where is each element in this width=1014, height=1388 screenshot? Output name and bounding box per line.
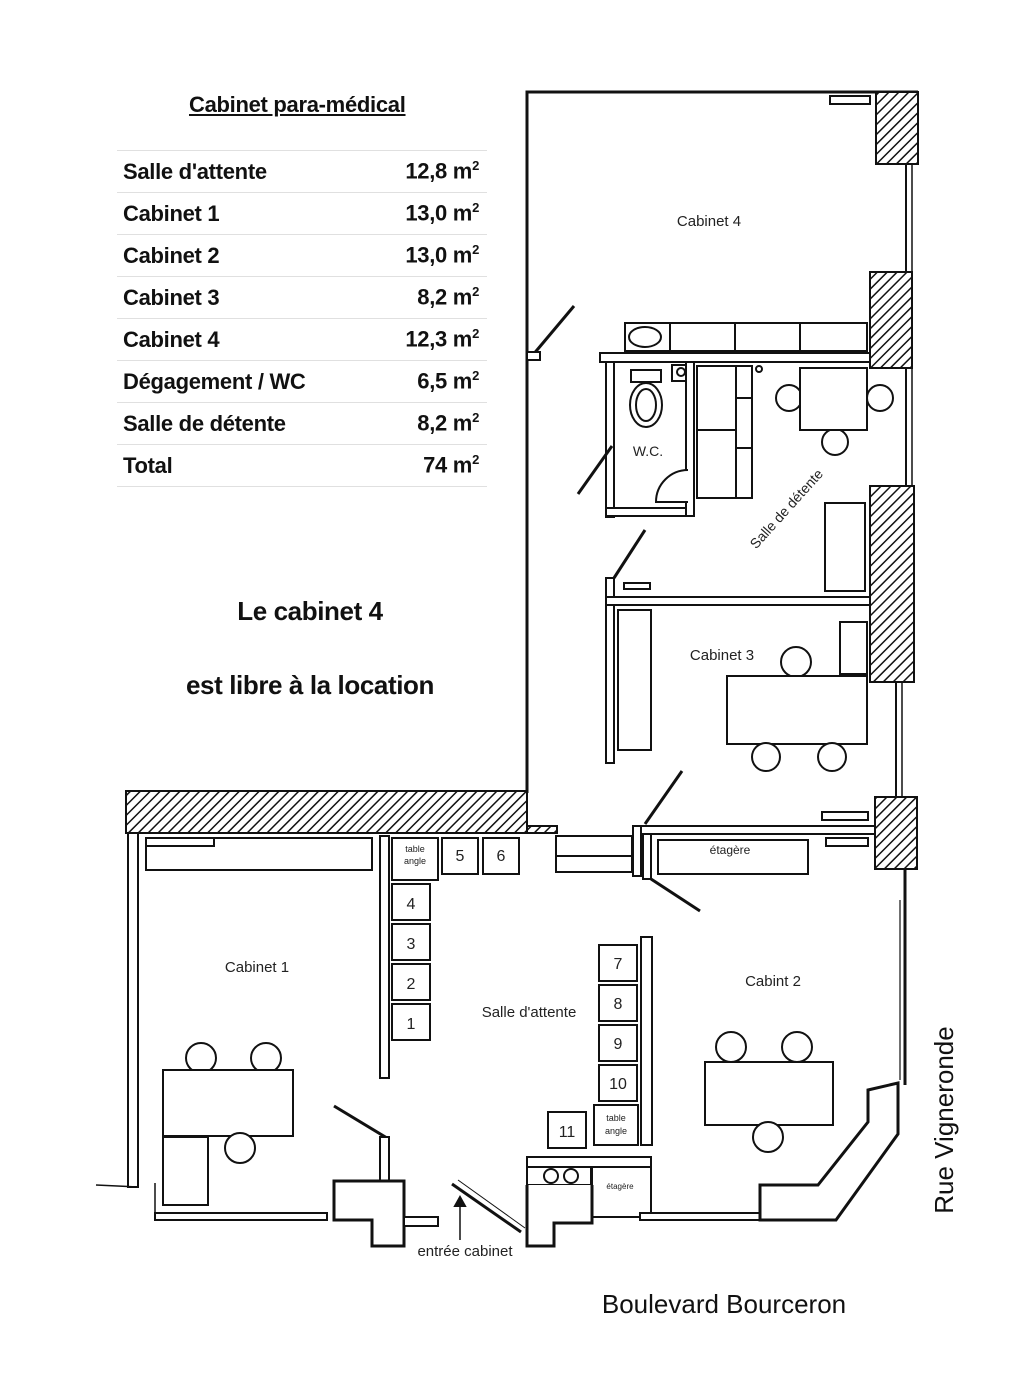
plan-title: Cabinet para-médical (189, 92, 406, 117)
wall-cabinet4-outer (525, 90, 918, 793)
seat-number-10: 10 (609, 1076, 627, 1093)
area-value: 74 m2 (372, 444, 487, 487)
room-label-cabinet4: Cabinet 4 (677, 213, 741, 230)
entrance-label: entrée cabinet (417, 1243, 513, 1260)
area-room-name: Cabinet 1 (117, 192, 373, 235)
wall-hatched-3 (869, 485, 915, 683)
area-room-name: Dégagement / WC (117, 360, 373, 403)
availability-line-1: Le cabinet 4 (237, 596, 383, 626)
area-room-name: Salle d'attente (117, 150, 373, 193)
area-unit-exponent: 2 (472, 158, 479, 174)
seat-number-3: 3 (407, 936, 416, 953)
room-label-cabinet3: Cabinet 3 (690, 647, 754, 664)
area-value: 8,2 m2 (372, 276, 487, 319)
shelf-label-small: étagère (606, 1182, 634, 1191)
area-value: 12,8 m2 (372, 150, 487, 193)
room-label-detente: Salle de détente (746, 466, 826, 552)
area-unit-exponent: 2 (472, 326, 479, 342)
area-number: 8,2 m (417, 410, 473, 436)
area-value: 12,3 m2 (372, 318, 487, 361)
area-number: 13,0 m (405, 242, 473, 268)
area-unit-exponent: 2 (472, 284, 479, 300)
availability-line-2: est libre à la location (186, 670, 434, 700)
area-room-name: Cabinet 4 (117, 318, 373, 361)
area-unit-exponent: 2 (472, 368, 479, 384)
area-value: 6,5 m2 (372, 360, 487, 403)
seat-number-8: 8 (614, 996, 623, 1013)
area-unit-exponent: 2 (472, 200, 479, 216)
area-room-name: Cabinet 3 (117, 276, 373, 319)
seat-number-11: 11 (559, 1124, 576, 1141)
area-value: 13,0 m2 (372, 192, 487, 235)
area-number: 13,0 m (405, 200, 473, 226)
area-number: 12,3 m (405, 326, 473, 352)
table-angle-right-line1: table (606, 1113, 626, 1123)
area-value: 8,2 m2 (372, 402, 487, 445)
wall-hatched-top (125, 790, 528, 834)
table-angle-left-line1: table (405, 844, 425, 854)
area-unit-exponent: 2 (472, 452, 479, 468)
room-label-cabinet2: Cabint 2 (745, 973, 801, 990)
area-number: 6,5 m (417, 368, 473, 394)
street-rue: Rue Vigneronde (929, 1026, 959, 1213)
seat-number-2: 2 (407, 976, 416, 993)
area-room-name: Salle de détente (117, 402, 373, 445)
seat-number-5: 5 (456, 848, 465, 865)
wall-hatched-4 (874, 796, 918, 870)
seat-number-9: 9 (614, 1036, 623, 1053)
wall-hatched-1 (875, 91, 919, 165)
seat-number-4: 4 (407, 896, 416, 913)
seat-number-7: 7 (614, 956, 623, 973)
area-number: 8,2 m (417, 284, 473, 310)
room-label-attente: Salle d'attente (482, 1004, 577, 1021)
area-unit-exponent: 2 (472, 242, 479, 258)
area-number: 74 m (423, 452, 473, 478)
seat-number-1: 1 (407, 1016, 416, 1033)
seat-number-6: 6 (497, 848, 506, 865)
shelf-label: étagère (710, 843, 751, 857)
street-boulevard: Boulevard Bourceron (602, 1289, 846, 1319)
area-number: 12,8 m (405, 158, 473, 184)
wall-hatched-2 (869, 271, 913, 369)
area-unit-exponent: 2 (472, 410, 479, 426)
table-angle-right-line2: angle (605, 1126, 627, 1136)
room-label-wc: W.C. (633, 443, 663, 459)
room-label-cabinet1: Cabinet 1 (225, 959, 289, 976)
area-value: 13,0 m2 (372, 234, 487, 277)
area-room-name: Cabinet 2 (117, 234, 373, 277)
table-angle-left-line2: angle (404, 856, 426, 866)
area-room-name: Total (117, 444, 373, 487)
